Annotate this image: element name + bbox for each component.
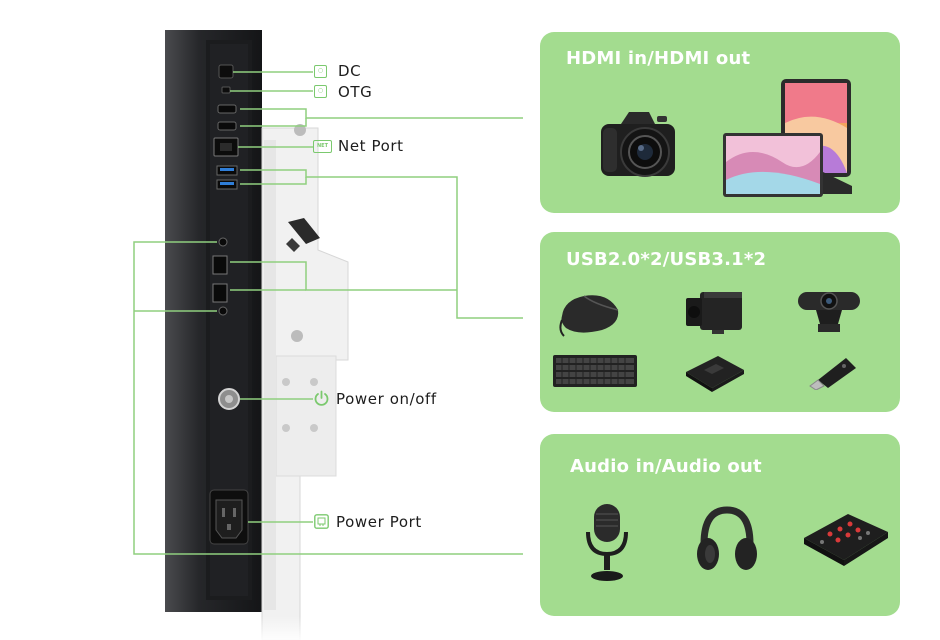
webcam-icon bbox=[796, 284, 862, 336]
otg-icon: ○ bbox=[314, 85, 327, 98]
usb-stick-icon bbox=[806, 352, 858, 390]
keyboard-icon bbox=[552, 354, 638, 388]
power-inlet bbox=[209, 489, 249, 545]
audio-card-title: Audio in/Audio out bbox=[570, 456, 762, 477]
hdmi-card: HDMI in/HDMI out bbox=[540, 32, 900, 213]
usb-card: USB2.0*2/USB3.1*2 bbox=[540, 232, 900, 412]
connector-lines bbox=[133, 71, 523, 555]
power-port-icon bbox=[314, 514, 329, 529]
camera-icon bbox=[595, 106, 681, 186]
net-port-label: Net Port bbox=[338, 137, 404, 155]
audio-port-1 bbox=[218, 237, 228, 247]
headphones-icon bbox=[696, 504, 758, 580]
microphone-icon bbox=[582, 502, 632, 584]
audio-card: Audio in/Audio out bbox=[540, 434, 900, 616]
power-port-label: Power Port bbox=[336, 513, 422, 531]
hdmi-card-title: HDMI in/HDMI out bbox=[566, 48, 751, 69]
dc-port bbox=[218, 64, 234, 79]
usb2-port-2 bbox=[212, 283, 228, 303]
otg-port bbox=[221, 86, 231, 94]
wall-mount-bracket bbox=[261, 124, 349, 640]
dc-icon: ○ bbox=[314, 65, 327, 78]
hard-drive-icon bbox=[682, 352, 746, 392]
power-switch-label: Power on/off bbox=[336, 390, 437, 408]
sound-card-icon bbox=[800, 508, 890, 568]
mouse-icon bbox=[558, 290, 622, 338]
audio-port-2 bbox=[218, 306, 228, 316]
industrial-camera-icon bbox=[684, 288, 746, 336]
usb-card-title: USB2.0*2/USB3.1*2 bbox=[566, 249, 767, 270]
usb2-port-1 bbox=[212, 255, 228, 275]
otg-label: OTG bbox=[338, 83, 373, 101]
monitor-icon bbox=[722, 132, 862, 202]
net-port-icon: NET bbox=[313, 140, 332, 153]
hdmi-port-1 bbox=[217, 104, 237, 114]
hdmi-port-2 bbox=[217, 121, 237, 131]
dc-label: DC bbox=[338, 62, 362, 80]
power-icon bbox=[314, 390, 329, 406]
